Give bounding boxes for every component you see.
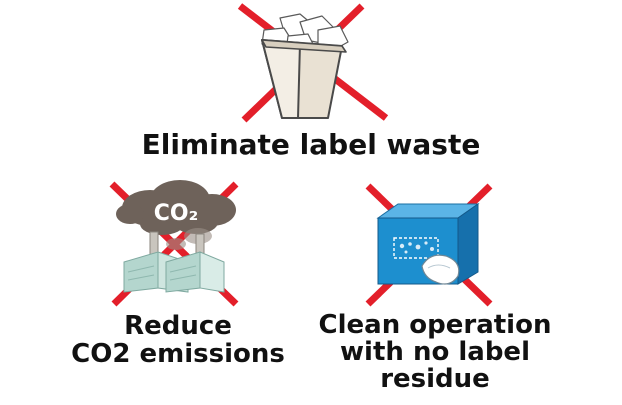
label-eliminate-waste: Eliminate label waste (120, 128, 502, 162)
label-line: CO2 emissions (71, 339, 285, 369)
label-line: Clean operation (318, 310, 552, 340)
box-label-residue-icon (365, 183, 493, 307)
factory-co2-icon: CO₂ (109, 180, 239, 307)
label-line: residue (380, 364, 490, 394)
label-line: with no label (340, 337, 530, 367)
label-line: Eliminate label waste (141, 128, 481, 161)
co2-label: CO₂ (154, 201, 198, 226)
label-clean-operation: Clean operation with no label residue (300, 312, 570, 393)
wastebasket-icon (237, 3, 389, 123)
label-line: Reduce (124, 311, 232, 341)
label-reduce-co2: Reduce CO2 emissions (58, 312, 298, 368)
